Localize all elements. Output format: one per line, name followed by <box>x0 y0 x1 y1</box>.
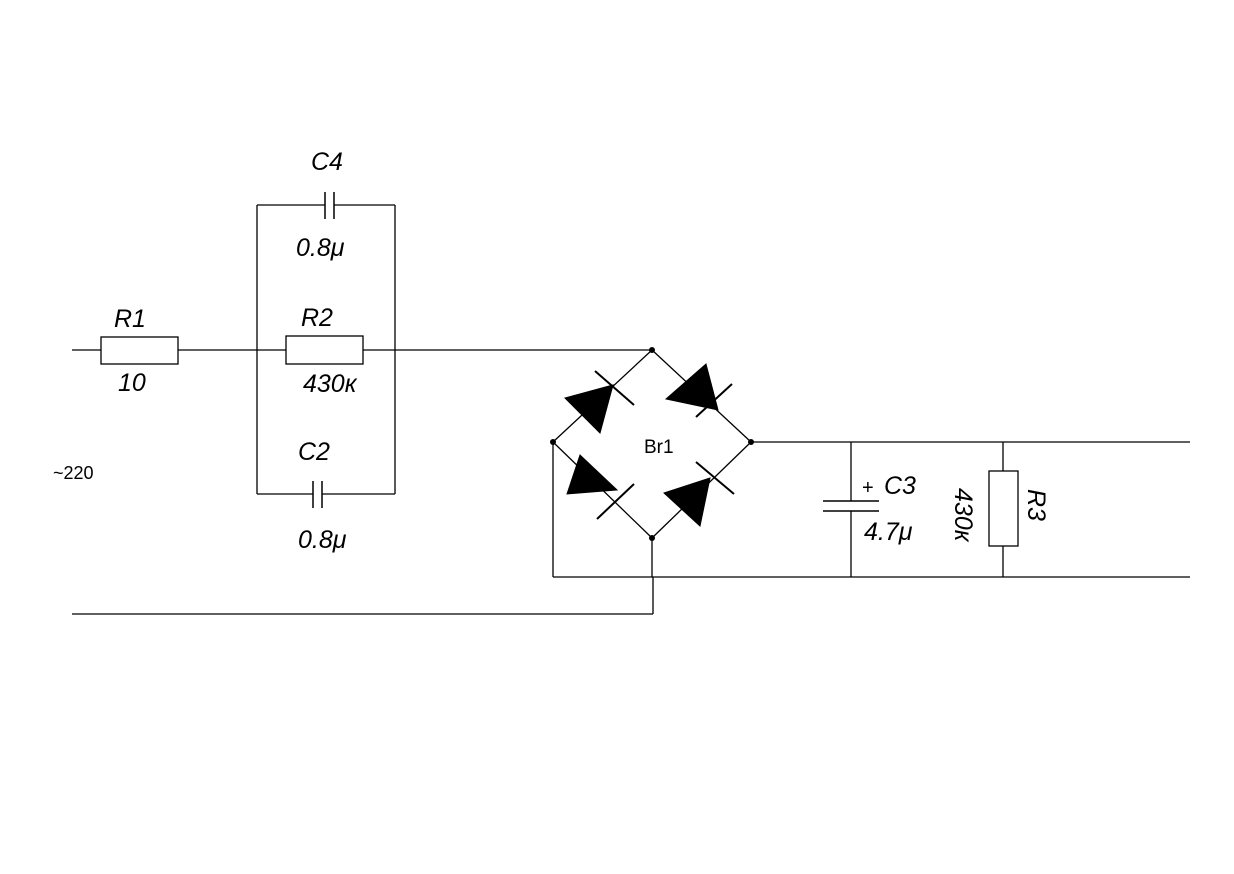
resistor-r3-value: 430к <box>949 488 977 543</box>
diode-upper-left <box>564 370 635 434</box>
resistor-r2-name: R2 <box>301 304 333 332</box>
resistor-r2: R2 430к <box>285 304 364 398</box>
capacitor-c4: C4 0.8μ <box>296 148 345 262</box>
bridge-rectifier-br1-name: Br1 <box>644 437 674 458</box>
diode-lower-right <box>663 461 735 527</box>
resistor-r3: R3 430к <box>949 442 1050 577</box>
capacitor-c3-polarity: + <box>862 477 874 499</box>
capacitor-c2-value: 0.8μ <box>298 526 347 554</box>
capacitor-c3-value: 4.7μ <box>864 518 913 546</box>
resistor-r2-body <box>285 335 364 365</box>
capacitor-c4-value: 0.8μ <box>296 234 345 262</box>
resistor-r1: R1 10 <box>100 305 179 397</box>
input-wires <box>72 349 654 615</box>
diode-upper-right <box>664 363 733 418</box>
resistor-r2-value: 430к <box>303 370 358 398</box>
parallel-network-wires <box>256 204 396 495</box>
capacitor-c3-name: C3 <box>884 472 916 500</box>
resistor-r1-name: R1 <box>114 305 146 333</box>
resistor-r3-name: R3 <box>1022 489 1050 521</box>
capacitor-c4-name: C4 <box>311 148 343 176</box>
bridge-output-wires <box>552 441 1190 578</box>
capacitor-c2-name: C2 <box>298 438 330 466</box>
diode-lower-left <box>566 454 635 520</box>
bridge-rectifier-br1: Br1 <box>550 347 754 541</box>
capacitor-c3: + C3 4.7μ <box>823 442 916 577</box>
resistor-r1-body <box>100 336 179 365</box>
resistor-r3-body <box>988 470 1019 547</box>
node-dot <box>649 347 655 353</box>
supply-voltage-label: ~220 <box>53 463 94 483</box>
capacitor-c2: C2 0.8μ <box>298 438 347 554</box>
resistor-r1-value: 10 <box>118 369 146 397</box>
